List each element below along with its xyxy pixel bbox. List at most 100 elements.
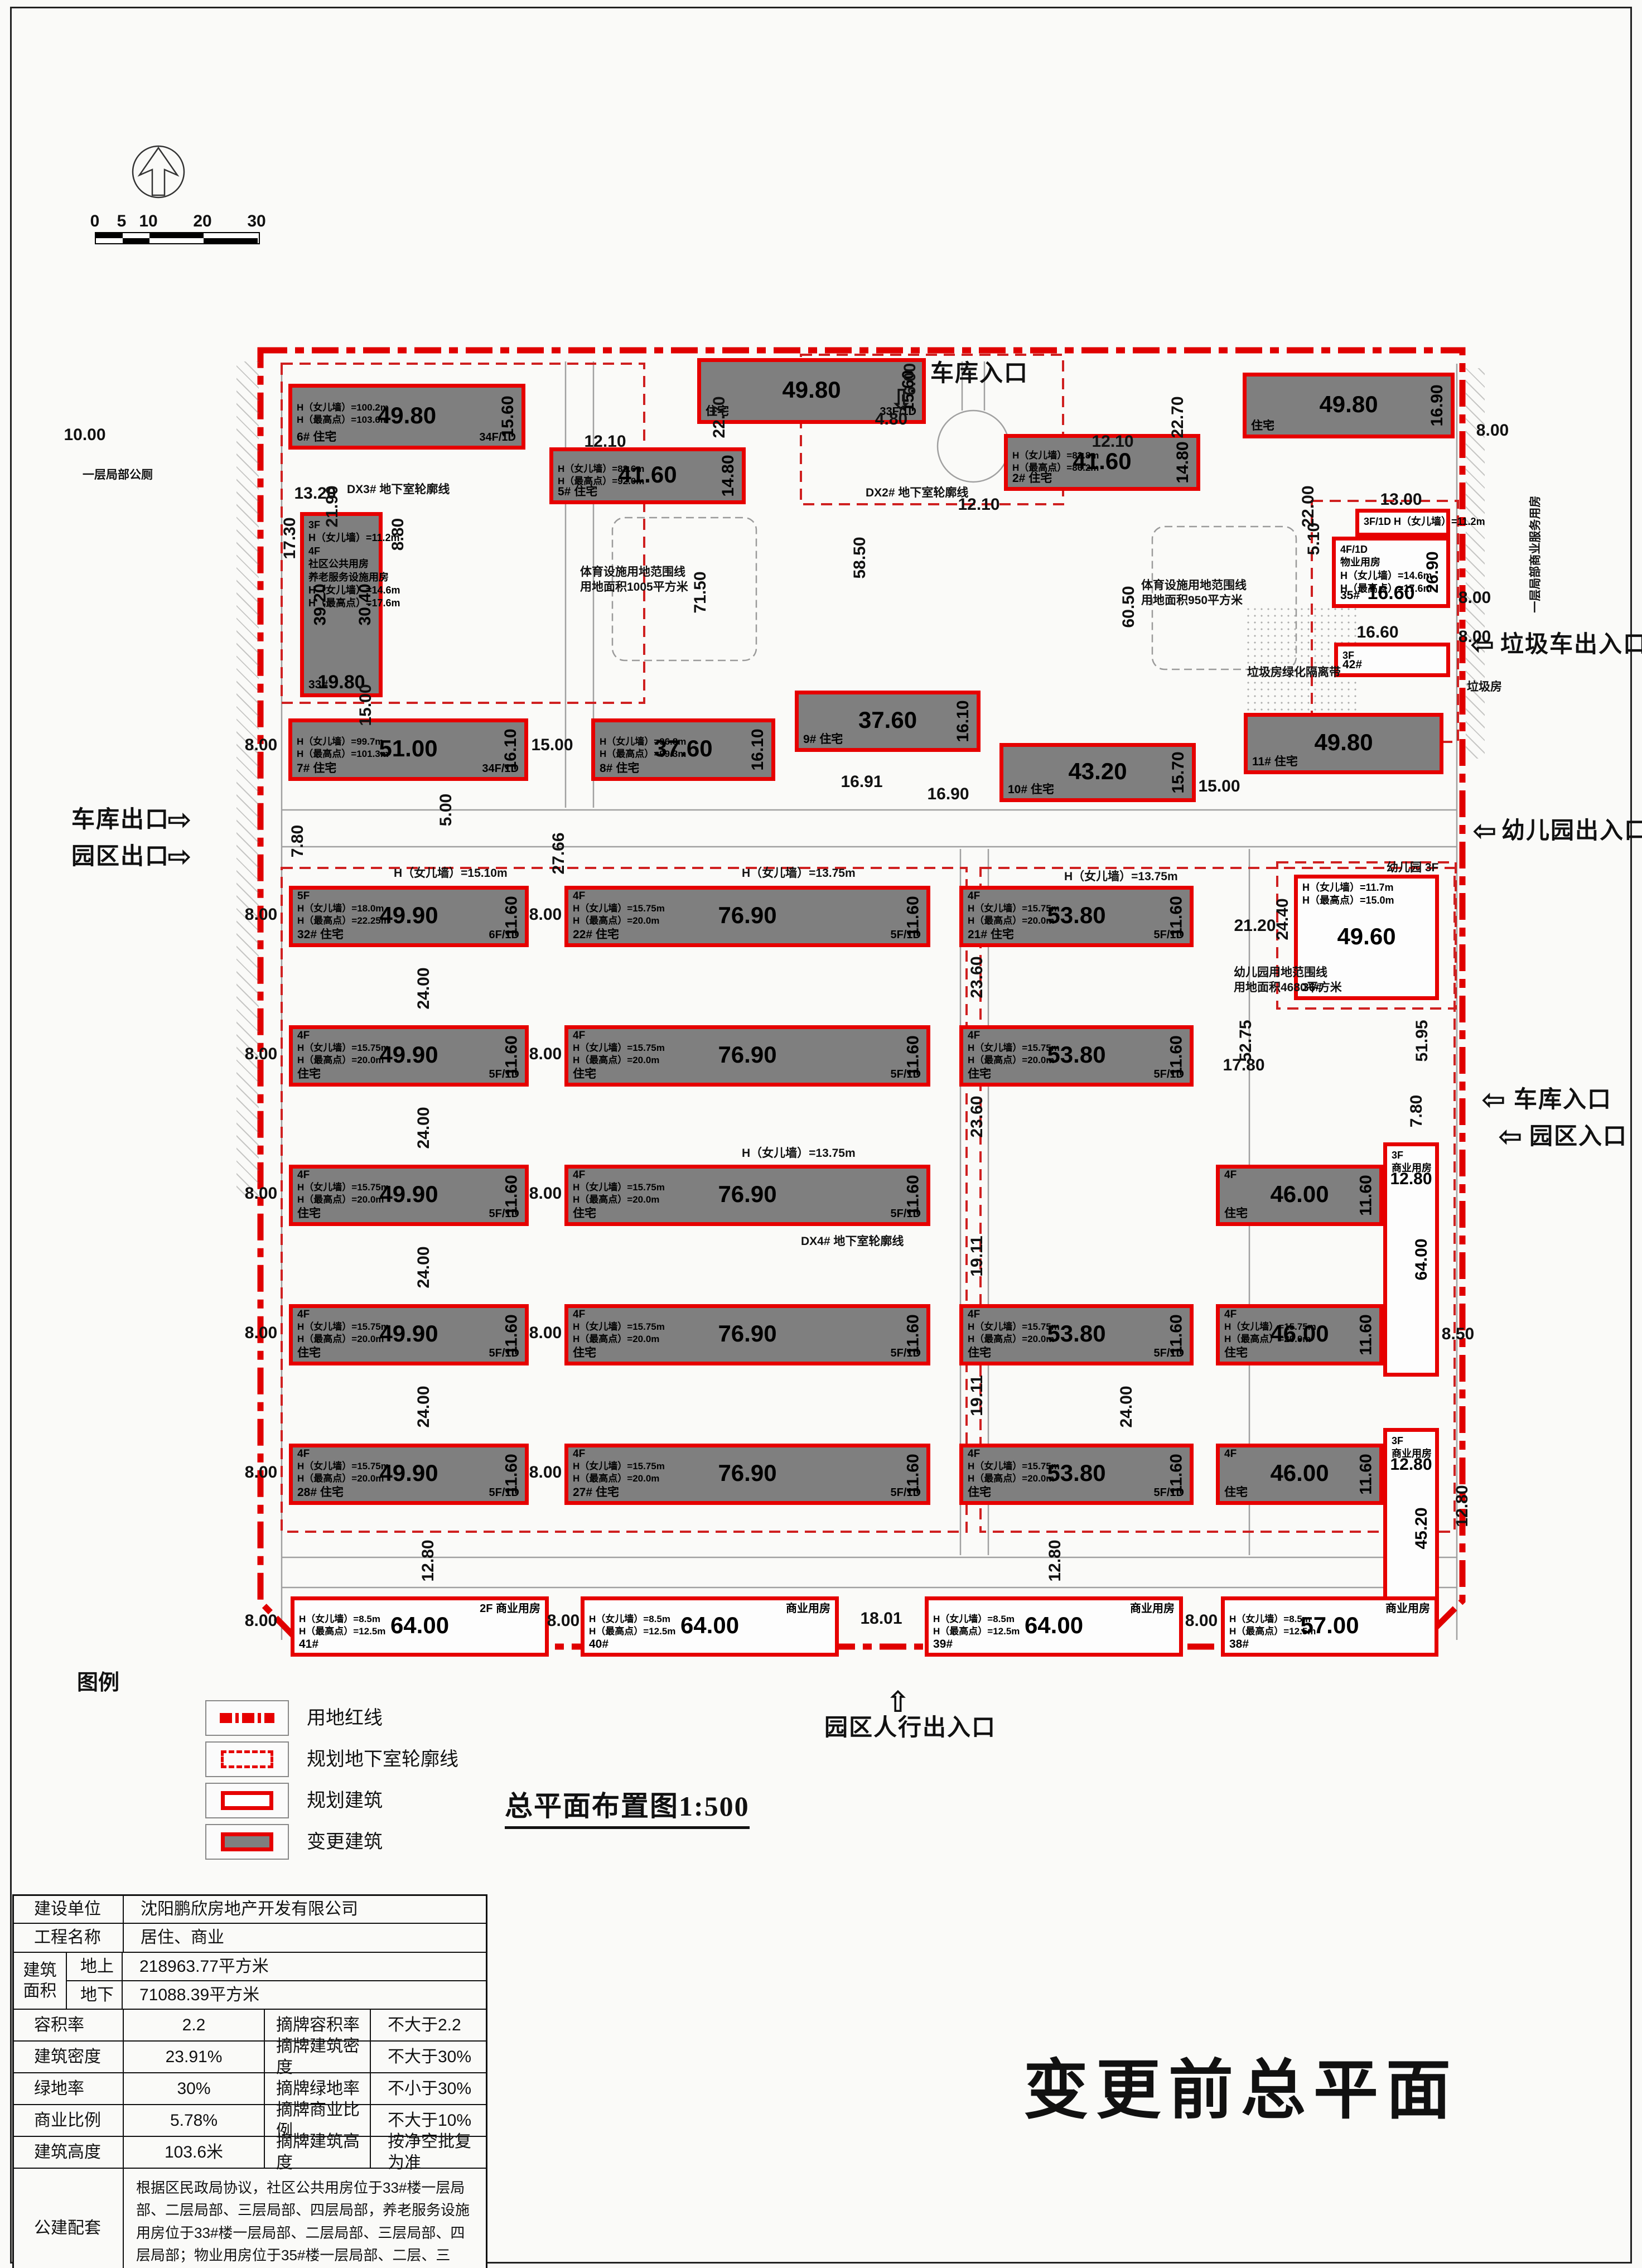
dimension-label: 52.75 (1237, 1020, 1255, 1062)
entrance-label: 车库入口 (930, 360, 1029, 386)
table-row: 容积率 2.2 摘牌容积率 不大于2.2 (14, 2010, 486, 2042)
dimension-label: 16.90 (927, 785, 969, 803)
dimension-label: 8.00 (244, 1184, 278, 1203)
floor-count-tag: 33F/1D (880, 406, 916, 418)
height-note: H（女儿墙）=15.75m H（最高点）=20.0m (573, 903, 665, 926)
floor-count-tag: 5F/1D (1153, 1068, 1184, 1080)
table-value: 按净空批复为准 (388, 2132, 471, 2172)
floor-count-tag: 5F/1D (1153, 929, 1184, 941)
floor-tag: 4F (297, 1030, 310, 1041)
floor-count-tag: 5F/1D (1153, 1487, 1184, 1499)
dimension-label: 71.50 (691, 571, 709, 614)
depth-dimension: 11.60 (904, 1035, 922, 1077)
table-subrow: 地下 71088.39平方米 (67, 1981, 486, 2009)
depth-dimension: 11.60 (1167, 896, 1185, 937)
table-value: 218963.77平方米 (139, 1957, 269, 1976)
width-dimension: 51.00 (379, 735, 438, 761)
legend-item-label: 变更建筑 (307, 1831, 383, 1852)
floor-tag: 4F (1224, 1448, 1237, 1460)
height-note: H（女儿墙）=15.75m H（最高点）=20.0m (297, 1043, 389, 1066)
dimension-label: 8.00 (1458, 628, 1491, 646)
floor-count-tag: 5F/1D (489, 1347, 519, 1359)
floor-tag: 4F (968, 1309, 981, 1320)
width-dimension: 46.00 (1270, 1180, 1329, 1207)
floor-count-tag: 5F/1D (489, 1068, 519, 1080)
dimension-label: 8.00 (1458, 588, 1491, 607)
entrance-label: 园区人行出入口 (824, 1714, 997, 1740)
depth-dimension: 26.90 (1423, 551, 1442, 593)
height-note: H（女儿墙）=8.5m H（最高点）=12.5m (1229, 1613, 1316, 1637)
depth-dimension: 11.60 (904, 896, 922, 937)
width-dimension: 76.90 (718, 1459, 777, 1486)
annotation-label: H（女儿墙）=15.10m (394, 867, 508, 880)
floor-count-tag: 34F/1D (482, 763, 519, 775)
table-value: 71088.39平方米 (139, 1985, 260, 2004)
table-label: 绿地率 (14, 2073, 124, 2104)
table-value: 沈阳鹏欣房地产开发有限公司 (141, 1900, 358, 1919)
depth-dimension: 14.80 (1173, 441, 1192, 484)
legend-item-basement-outline: 规划地下室轮廓线 (205, 1741, 458, 1777)
legend-item-changed-building: 变更建筑 (205, 1824, 383, 1860)
annotation-label: 一层局部公厕 (83, 469, 153, 481)
width-dimension: 49.80 (377, 402, 437, 428)
table-row: 建筑高度 103.6米 摘牌建筑高度 按净空批复为准 (14, 2132, 486, 2172)
width-dimension: 64.00 (1024, 1611, 1084, 1638)
floor-tag: 4F (573, 1448, 586, 1460)
annotation-label: 垃圾房 (1467, 681, 1502, 693)
depth-dimension: 11.60 (904, 1175, 922, 1216)
floor-tag: 4F (1224, 1169, 1237, 1181)
use-tag: 2F 商业用房 (480, 1603, 540, 1615)
building-id: 36# (1302, 981, 1322, 994)
entrance-label: 园区入口 (1529, 1123, 1628, 1149)
scale-bar-bar (95, 232, 260, 244)
building-note: 3F (1342, 650, 1355, 661)
annotation-label: 垃圾房绿化隔离带 (1247, 666, 1341, 679)
table-row: 建设单位 沈阳鹏欣房地产开发有限公司 (14, 1896, 486, 1924)
building-id: 39# (933, 1637, 953, 1651)
height-note: H（女儿墙）=15.75m H（最高点）=20.0m (573, 1461, 665, 1484)
use-tag: 商业用房 (1385, 1603, 1430, 1615)
table-row: 工程名称 居住、商业 (14, 1924, 486, 1953)
dimension-label: 13.20 (294, 484, 336, 503)
dimension-label: 8.00 (244, 1463, 278, 1482)
building-id: 住宅 (1224, 1207, 1248, 1220)
building-id: 27# 住宅 (573, 1485, 619, 1499)
dimension-label: 8.00 (529, 905, 562, 924)
building-id: 住宅 (1251, 419, 1274, 432)
height-note: H（女儿墙）=15.75m H（最高点）=20.0m (297, 1182, 389, 1205)
floor-count-tag: 34F/1D (479, 431, 516, 443)
table-row: 绿地率 30% 摘牌绿地率 不小于30% (14, 2073, 486, 2105)
scale-segment (123, 233, 149, 238)
dimension-label: 8.00 (244, 1045, 278, 1063)
dimension-label: 8.50 (1441, 1325, 1475, 1343)
width-dimension: 53.80 (1047, 901, 1106, 928)
depth-dimension: 11.60 (502, 896, 520, 937)
floor-tag: 4F (968, 1448, 981, 1460)
dimension-label: 21.90 (323, 485, 341, 528)
table-label: 摘牌商业比例 (265, 2101, 371, 2140)
width-dimension: 49.90 (379, 1180, 438, 1207)
legend-item-label: 规划建筑 (307, 1790, 383, 1811)
depth-dimension: 14.80 (719, 455, 737, 497)
height-note: H（女儿墙）=15.75m H（最高点）=20.0m (968, 903, 1060, 926)
entrance-label: 园区出口 (71, 843, 170, 869)
width-dimension: 49.90 (379, 1041, 438, 1068)
sheet-title: 变更前总平面 (1023, 2055, 1459, 2127)
building-id: 42# (1342, 658, 1363, 671)
table-label: 建筑密度 (14, 2042, 124, 2072)
width-dimension: 49.80 (1314, 728, 1373, 755)
legend-item-redline: 用地红线 (205, 1700, 383, 1736)
